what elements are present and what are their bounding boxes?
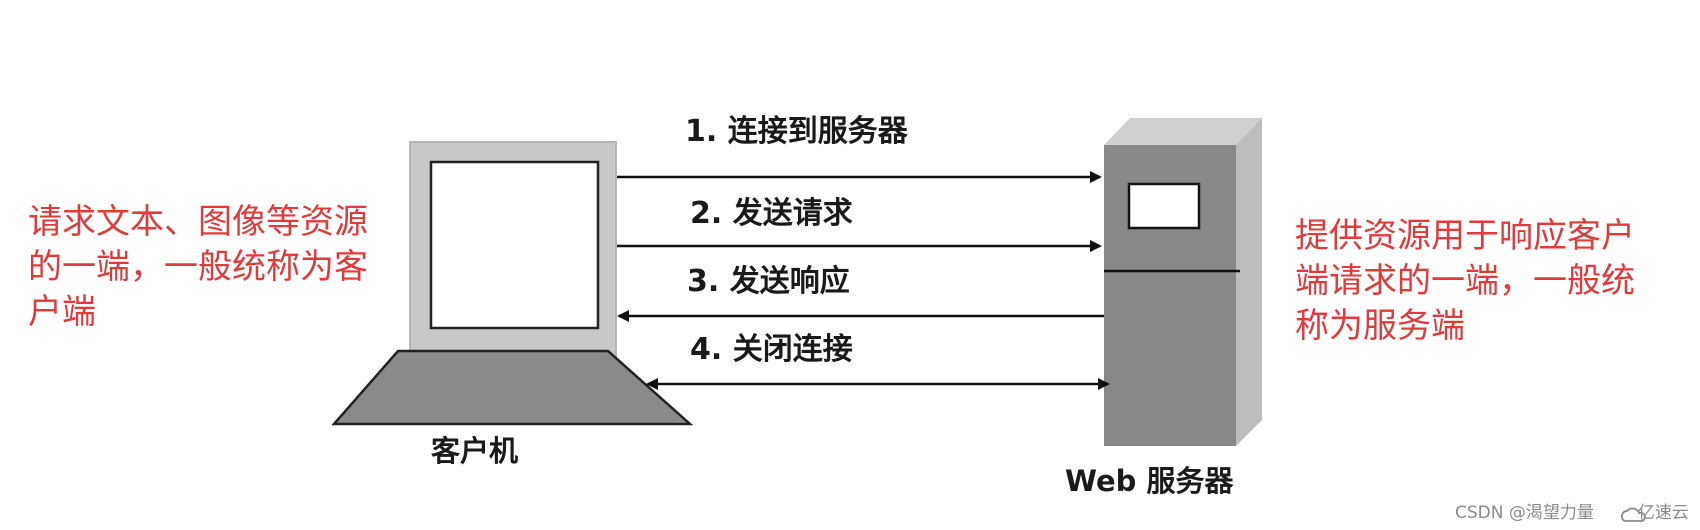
web-server-icon <box>1104 118 1262 446</box>
server-drive-slot <box>1127 182 1201 230</box>
server-description: 提供资源用于响应客户端请求的一端，一般统称为服务端 <box>1295 216 1635 346</box>
watermark: CSDN @渴望力量 亿速云 <box>1455 498 1689 523</box>
step-label-connect: 1. 连接到服务器 <box>685 114 908 149</box>
server-side-face <box>1236 118 1262 446</box>
keyboard-base <box>331 349 694 426</box>
step-label-request: 2. 发送请求 <box>690 196 853 231</box>
client-description: 请求文本、图像等资源的一端，一般统称为客户端 <box>28 202 368 332</box>
watermark-author: CSDN @渴望力量 <box>1455 503 1594 523</box>
step-label-response: 3. 发送响应 <box>687 264 850 299</box>
step-label-close: 4. 关闭连接 <box>690 332 853 367</box>
server-top-face <box>1104 118 1262 145</box>
client-computer-icon <box>331 141 694 426</box>
watermark-brand: 亿速云 <box>1608 498 1689 523</box>
cloud-icon <box>1621 507 1646 522</box>
server-label: Web 服务器 <box>1065 464 1234 498</box>
client-label: 客户机 <box>431 434 519 468</box>
monitor-screen <box>429 160 600 330</box>
watermark-brand-name: 亿速云 <box>1637 503 1689 523</box>
